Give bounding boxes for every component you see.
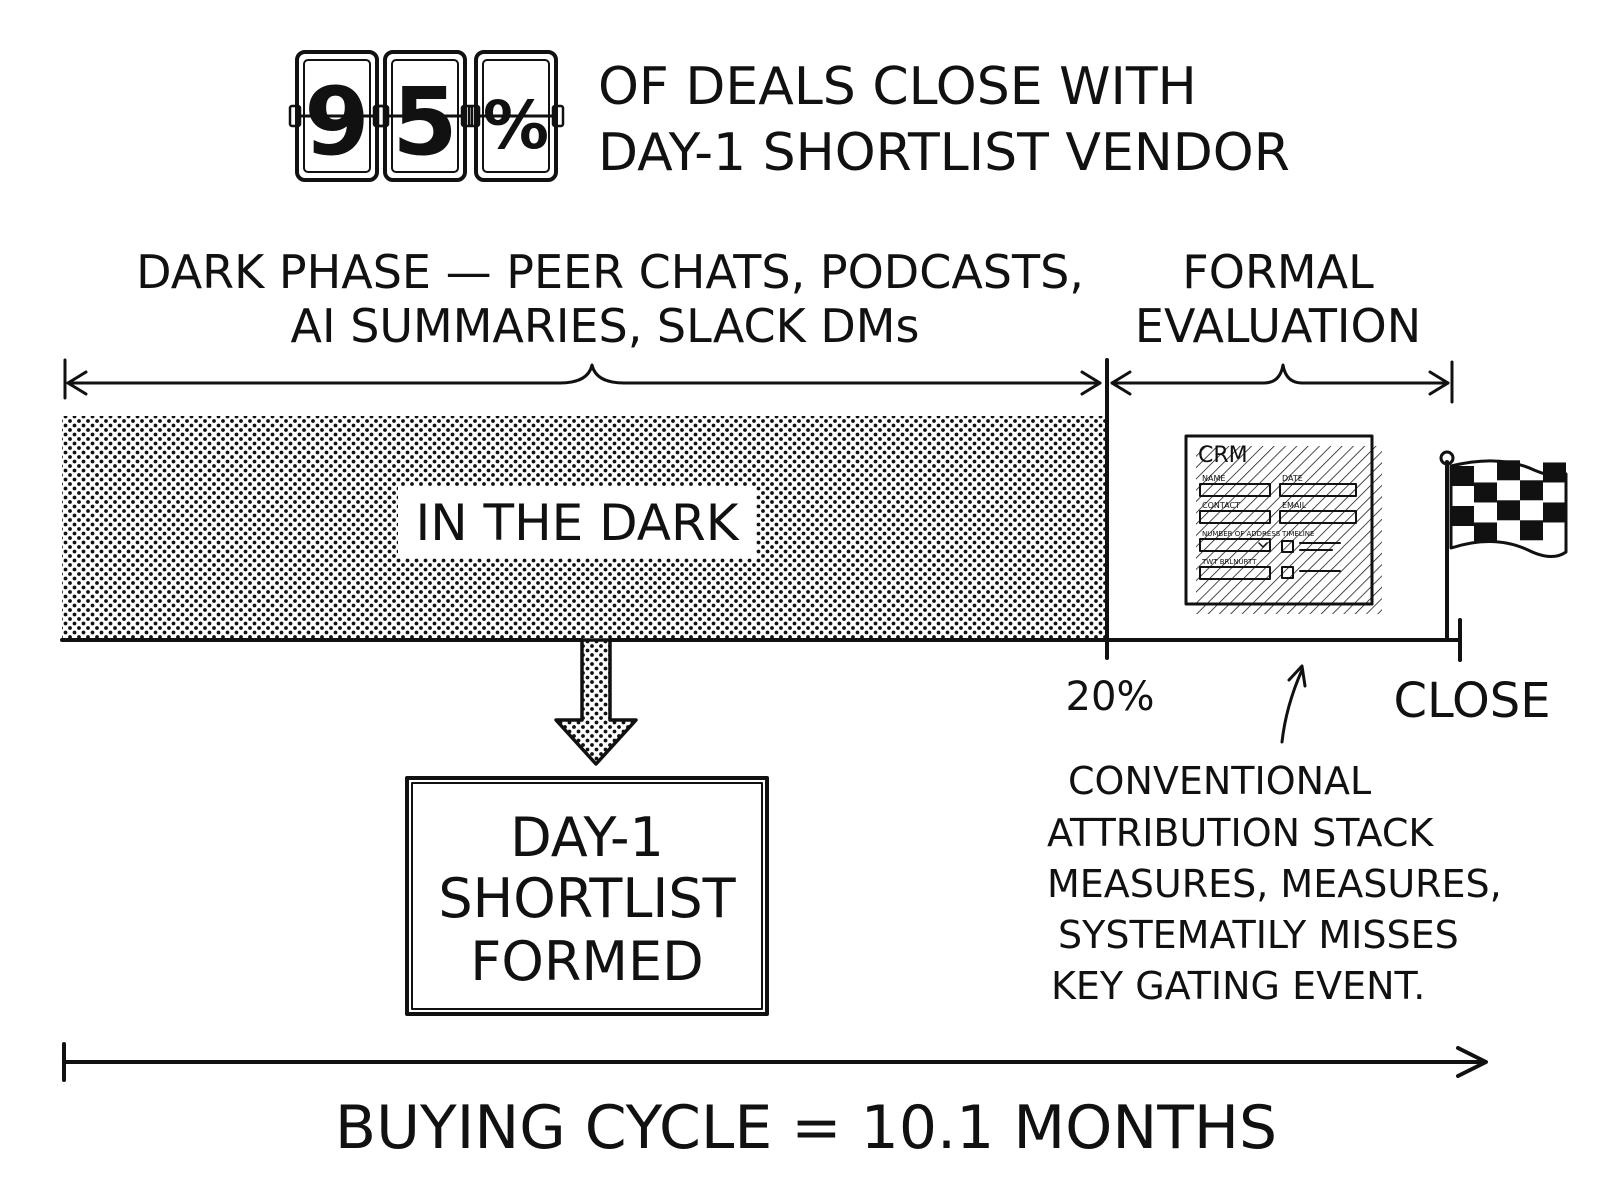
crm-title: CRM xyxy=(1198,443,1248,468)
crm-field-label: DATE xyxy=(1282,474,1303,483)
buying-cycle-arrow xyxy=(62,1042,1488,1082)
flag-cell xyxy=(1474,482,1497,503)
formal-phase-span-bracket xyxy=(1110,360,1454,404)
shortlist-line-2: SHORTLIST xyxy=(438,867,736,930)
down-arrow-icon xyxy=(554,638,638,766)
checkered-flag-icon xyxy=(1439,450,1568,642)
shortlist-line-1: DAY-1 xyxy=(510,806,664,869)
crm-field-label: CONTACT xyxy=(1202,501,1240,510)
flag-cell xyxy=(1520,480,1543,501)
flag-cell xyxy=(1543,502,1566,523)
attribution-note: CONVENTIONAL ATTRIBUTION STACK MEASURES,… xyxy=(1047,759,1502,1008)
crm-field-label: TWT BRLNURTT xyxy=(1201,558,1257,566)
headline-line-1: OF DEALS CLOSE WITH xyxy=(598,57,1197,117)
flag-cell xyxy=(1497,460,1520,481)
dark-phase-area: IN THE DARK xyxy=(62,416,1107,638)
attribution-note-line: SYSTEMATILY MISSES xyxy=(1058,913,1459,957)
crm-field-label: TIMELINE xyxy=(1281,530,1314,538)
flag-cell xyxy=(1520,520,1543,541)
flag-cell xyxy=(1497,500,1520,521)
formal-phase-line-2: EVALUATION xyxy=(1135,299,1421,353)
flip-digit-card: 5 xyxy=(376,50,474,182)
attribution-note-line: CONVENTIONAL xyxy=(1068,759,1371,803)
close-marker-label: CLOSE xyxy=(1393,673,1550,729)
split-marker-label: 20% xyxy=(1066,674,1155,720)
flip-digit-card: % xyxy=(467,50,565,182)
flag-cell xyxy=(1543,462,1566,483)
shortlist-line-3: FORMED xyxy=(470,930,703,993)
dark-phase-line-1: DARK PHASE — PEER CHATS, PODCASTS, xyxy=(136,245,1084,299)
formal-evaluation-label: FORMAL EVALUATION xyxy=(1135,245,1421,353)
dark-phase-label: DARK PHASE — PEER CHATS, PODCASTS, AI SU… xyxy=(136,245,1084,353)
headline: 9 5 % OF DEALS CLOSE WITH DAY-1 SHORTLIS… xyxy=(288,50,1290,183)
headline-digit-2: 5 xyxy=(392,68,457,177)
flag-cell xyxy=(1451,466,1474,486)
dark-phase-line-2: AI SUMMARIES, SLACK DMs xyxy=(291,299,920,353)
formal-phase-line-1: FORMAL xyxy=(1182,245,1374,299)
attribution-note-line: KEY GATING EVENT. xyxy=(1051,964,1425,1008)
flip-digit-card: 9 xyxy=(288,50,386,182)
crm-form-icon: CRM NAME DATE CONTACT EMAIL NUMBER OF AD… xyxy=(1184,434,1382,614)
crm-field-label: EMAIL xyxy=(1282,501,1307,510)
day-1-shortlist-box: DAY-1 SHORTLIST FORMED xyxy=(405,776,769,1016)
crm-field-label: NUMBER OF ADDRESS xyxy=(1202,530,1281,538)
attribution-note-line: ATTRIBUTION STACK xyxy=(1047,811,1434,855)
crm-field-label: NAME xyxy=(1202,474,1225,483)
headline-line-2: DAY-1 SHORTLIST VENDOR xyxy=(598,123,1290,183)
flag-cell xyxy=(1451,506,1474,526)
attribution-note-line: MEASURES, MEASURES, xyxy=(1047,862,1502,906)
main-timeline xyxy=(60,618,1462,662)
buying-cycle-label: BUYING CYCLE = 10.1 MONTHS xyxy=(335,1093,1277,1163)
headline-percent: % xyxy=(483,87,549,164)
flag-cell xyxy=(1474,522,1497,543)
pointer-arrow-icon xyxy=(1280,664,1307,744)
in-the-dark-label: IN THE DARK xyxy=(415,494,739,552)
headline-digit-1: 9 xyxy=(304,68,369,177)
dark-phase-span-bracket xyxy=(63,358,1102,400)
